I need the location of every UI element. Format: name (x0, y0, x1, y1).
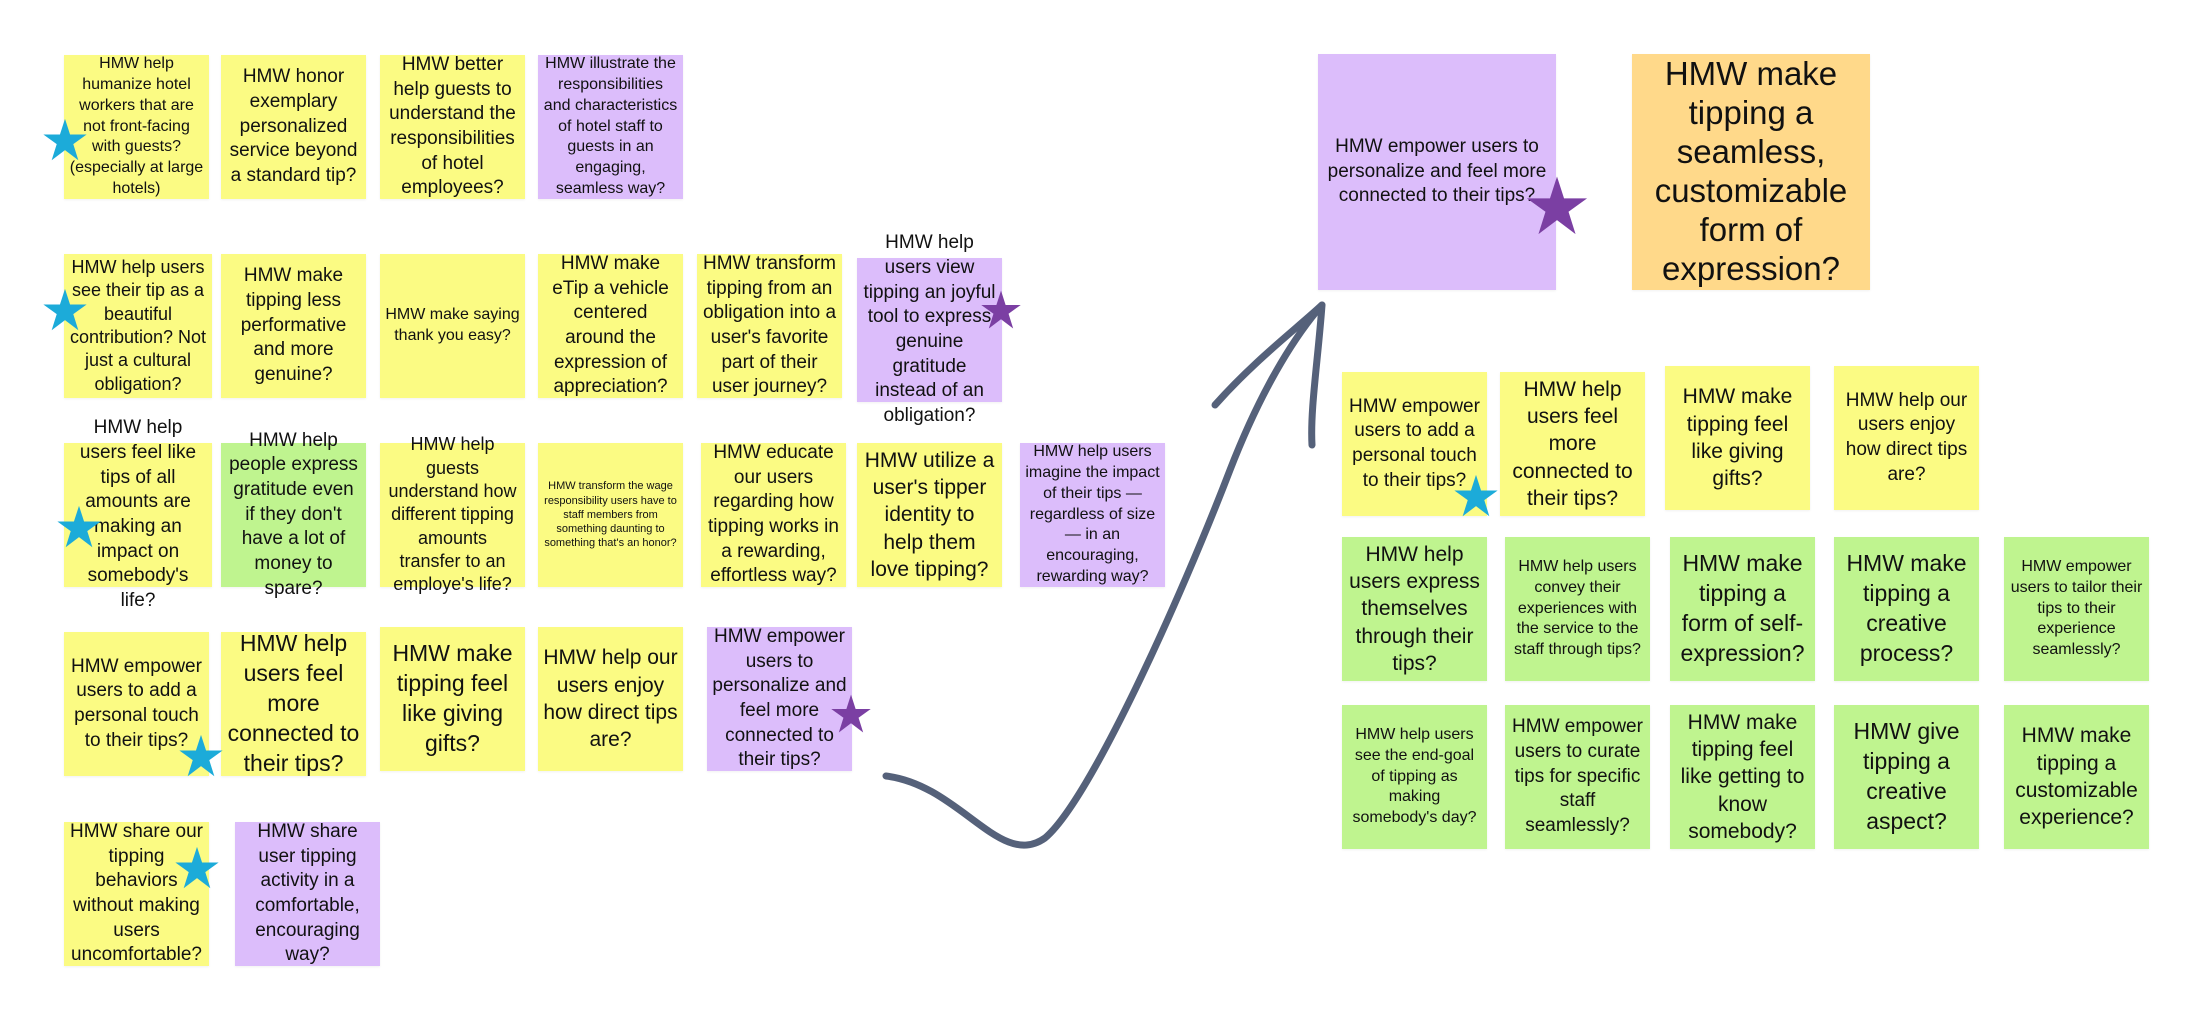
star-icon (57, 505, 101, 548)
sticky-note-text: HMW make tipping a customizable experien… (2015, 724, 2138, 830)
sticky-note-text: HMW help users feel like tips of all amo… (79, 417, 197, 612)
sticky-note-text: HMW empower users to tailor their tips t… (2010, 558, 2143, 659)
sticky-note-text: HMW help users see their tip as a beauti… (69, 256, 207, 394)
sticky-note-text: HMW make tipping a seamless, customizabl… (1654, 55, 1848, 287)
star-icon (1526, 176, 1588, 235)
sticky-note-text: HMW help guests understand how different… (388, 434, 517, 595)
sticky-note[interactable]: HMW empower users to personalize and fee… (707, 625, 852, 771)
sticky-note-text: HMW give tipping a creative aspect? (1853, 718, 1960, 834)
sticky-note[interactable]: HMW share user tipping activity in a com… (235, 820, 380, 966)
sticky-note[interactable]: HMW make saying thank you easy? (380, 254, 525, 398)
sticky-note[interactable]: HMW help our users enjoy how direct tips… (1834, 366, 1979, 510)
sticky-note[interactable]: HMW make tipping feel like getting to kn… (1670, 705, 1815, 849)
sticky-note-text: HMW help users feel more connected to th… (227, 630, 360, 776)
sticky-note[interactable]: HMW help users express themselves throug… (1342, 537, 1487, 681)
sticky-note-text: HMW transform tipping from an obligation… (702, 252, 837, 398)
sticky-note-text: HMW make tipping feel like giving gifts? (1682, 385, 1793, 491)
sticky-note[interactable]: HMW give tipping a creative aspect? (1834, 705, 1979, 849)
sticky-note-text: HMW make tipping a form of self-expressi… (1680, 550, 1805, 666)
sticky-note-text: HMW help users express themselves throug… (1349, 542, 1480, 675)
sticky-note-text: HMW utilize a user's tipper identity to … (864, 448, 995, 581)
sticky-note[interactable]: HMW make tipping less performative and m… (221, 254, 366, 398)
sticky-note[interactable]: HMW educate our users regarding how tipp… (701, 441, 846, 587)
sticky-note-text: HMW help users feel more connected to th… (1512, 377, 1633, 510)
sticky-note[interactable]: HMW utilize a user's tipper identity to … (857, 443, 1002, 587)
sticky-note[interactable]: HMW help our users enjoy how direct tips… (538, 627, 683, 771)
sticky-note-text: HMW make tipping feel like getting to kn… (1680, 710, 1805, 843)
sticky-note-text: HMW better help guests to understand the… (389, 53, 516, 199)
sticky-note-text: HMW help humanize hotel workers that are… (69, 55, 204, 197)
sticky-note[interactable]: HMW make tipping feel like giving gifts? (380, 627, 525, 771)
sticky-note[interactable]: HMW make tipping feel like giving gifts? (1665, 366, 1810, 510)
sticky-note-text: HMW help users imagine the impact of the… (1025, 443, 1160, 585)
sticky-note-text: HMW make saying thank you easy? (385, 306, 520, 344)
sticky-note[interactable]: HMW share our tipping behaviors without … (64, 820, 209, 966)
sticky-note-text: HMW empower users to add a personal touc… (71, 655, 202, 751)
sticky-note[interactable]: HMW help users feel more connected to th… (1500, 372, 1645, 516)
sticky-note[interactable]: HMW transform the wage responsibility us… (538, 443, 683, 587)
sticky-note[interactable]: HMW help users see their tip as a beauti… (64, 254, 212, 398)
sticky-note-text: HMW empower users to personalize and fee… (712, 625, 847, 771)
sticky-note[interactable]: HMW make tipping a customizable experien… (2004, 705, 2149, 849)
sticky-note-text: HMW share our tipping behaviors without … (69, 820, 204, 966)
sticky-note[interactable]: HMW illustrate the responsibilities and … (538, 55, 683, 199)
sticky-note-text: HMW share user tipping activity in a com… (255, 820, 360, 966)
star-icon (1454, 474, 1498, 517)
sticky-note-text: HMW empower users to curate tips for spe… (1512, 716, 1643, 837)
sticky-note[interactable]: HMW make eTip a vehicle centered around … (538, 252, 683, 398)
sticky-note-text: HMW make eTip a vehicle centered around … (552, 252, 669, 398)
featured-sticky-note[interactable]: HMW make tipping a seamless, customizabl… (1632, 54, 1870, 290)
sticky-note-text: HMW honor exemplary personalized service… (229, 66, 358, 187)
sticky-note-text: HMW help our users enjoy how direct tips… (543, 646, 678, 752)
featured-sticky-note[interactable]: HMW empower users to personalize and fee… (1318, 54, 1556, 290)
sticky-note-text: HMW make tipping less performative and m… (240, 265, 347, 386)
sticky-note-text: HMW illustrate the responsibilities and … (543, 55, 678, 197)
sticky-note-text: HMW help people express gratitude even i… (229, 429, 358, 599)
sticky-note[interactable]: HMW help users convey their experiences … (1505, 537, 1650, 681)
sticky-note[interactable]: HMW transform tipping from an obligation… (697, 252, 842, 398)
sticky-note-text: HMW help our users enjoy how direct tips… (1845, 389, 1968, 485)
sticky-note-text: HMW help users see the end-goal of tippi… (1352, 726, 1477, 827)
sticky-note[interactable]: HMW help users see the end-goal of tippi… (1342, 705, 1487, 849)
sticky-note[interactable]: HMW empower users to tailor their tips t… (2004, 537, 2149, 681)
sticky-note-text: HMW make tipping a creative process? (1846, 550, 1967, 666)
sticky-note-text: HMW empower users to add a personal touc… (1349, 395, 1480, 491)
sticky-note[interactable]: HMW better help guests to understand the… (380, 53, 525, 199)
sticky-note-text: HMW help users view tipping an joyful to… (863, 232, 996, 427)
sticky-note[interactable]: HMW honor exemplary personalized service… (221, 55, 366, 199)
sticky-note-text: HMW make tipping feel like giving gifts? (392, 640, 513, 756)
sticky-note[interactable]: HMW make tipping a form of self-expressi… (1670, 537, 1815, 681)
sticky-note[interactable]: HMW empower users to curate tips for spe… (1505, 705, 1650, 849)
sticky-note[interactable]: HMW help users feel more connected to th… (221, 630, 366, 776)
star-icon (43, 118, 87, 161)
sticky-note-text: HMW transform the wage responsibility us… (544, 480, 677, 550)
sticky-note[interactable]: HMW help humanize hotel workers that are… (64, 55, 209, 199)
star-icon (179, 734, 223, 777)
star-icon (43, 288, 87, 331)
sticky-note[interactable]: HMW help people express gratitude even i… (221, 430, 366, 599)
sticky-note[interactable]: HMW make tipping a creative process? (1834, 537, 1979, 681)
star-icon (175, 846, 219, 889)
sticky-note[interactable]: HMW help guests understand how different… (380, 434, 525, 594)
star-icon (831, 694, 871, 733)
sticky-note-text: HMW educate our users regarding how tipp… (708, 441, 839, 587)
sticky-note[interactable]: HMW help users imagine the impact of the… (1020, 443, 1165, 587)
sticky-note[interactable]: HMW help users feel like tips of all amo… (64, 417, 212, 611)
sticky-note-text: HMW empower users to personalize and fee… (1327, 135, 1547, 207)
star-icon (981, 290, 1021, 329)
sticky-note-text: HMW help users convey their experiences … (1514, 558, 1641, 659)
